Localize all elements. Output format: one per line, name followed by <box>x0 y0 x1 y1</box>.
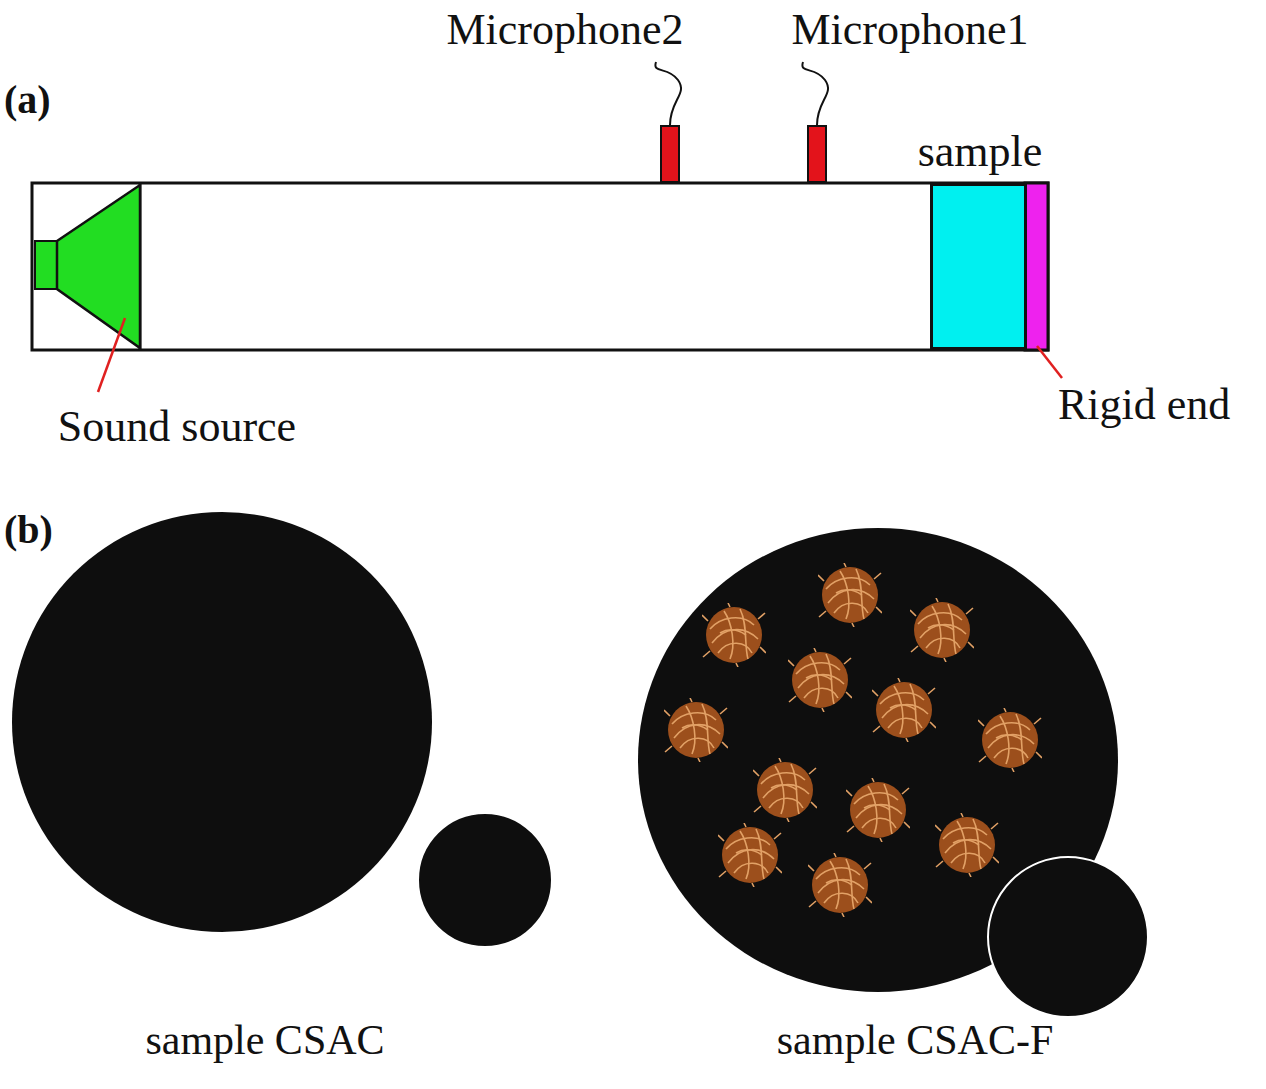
fiber-tuft <box>846 778 910 842</box>
labelled-part: sample <box>918 128 1043 176</box>
part-name: Microphone1 <box>791 6 1028 54</box>
fiber-tuft <box>808 853 872 917</box>
labelled-part: Microphone2 <box>446 6 683 54</box>
leader-line <box>1037 346 1062 378</box>
speaker-cone <box>57 185 140 348</box>
part-label: Rigid end <box>1058 381 1230 429</box>
panel-letter: (b) <box>4 508 53 552</box>
foam-sample-large <box>12 512 432 932</box>
fiber-tuft <box>872 678 936 742</box>
fiber-tufts <box>664 563 1042 917</box>
fiber-tuft <box>718 823 782 887</box>
fiber-tuft <box>753 758 817 822</box>
sample-caption: sample CSAC <box>145 1017 384 1063</box>
rigid-end-plate <box>1025 183 1048 350</box>
fiber-tuft <box>788 648 852 712</box>
sample-caption: sample CSAC-F <box>777 1017 1054 1063</box>
panel-letter: (a) <box>4 78 51 122</box>
microphone-probe <box>660 125 680 183</box>
part-label: Sound source <box>58 403 296 451</box>
labelled-part: Microphone1 <box>791 6 1028 54</box>
speaker-magnet <box>35 241 57 289</box>
microphone-probe <box>807 125 827 183</box>
fiber-tuft <box>978 708 1042 772</box>
part-name: sample <box>918 128 1043 176</box>
microphone-cable <box>655 62 681 125</box>
fiber-tuft <box>910 598 974 662</box>
fiber-tuft <box>702 603 766 667</box>
sample-block <box>930 183 1027 350</box>
fiber-tuft <box>818 563 882 627</box>
leader-line <box>98 318 125 392</box>
foam-sample-small <box>418 813 552 947</box>
fiber-tuft <box>935 813 999 877</box>
impedance-tube <box>32 183 1048 350</box>
foam-sample-small <box>988 857 1148 1017</box>
part-name: Microphone2 <box>446 6 683 54</box>
fiber-tuft <box>664 698 728 762</box>
microphone-cable <box>802 62 828 125</box>
